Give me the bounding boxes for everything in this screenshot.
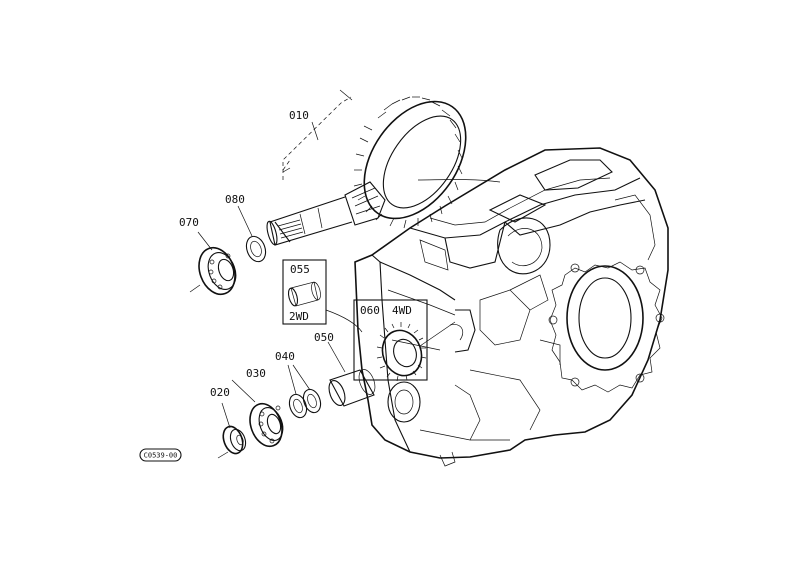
bearing-030 [231,379,284,448]
label-055: 055 [290,263,310,276]
washers-040 [287,364,322,419]
bearing-070 [189,231,237,296]
label-020: 020 [210,386,230,399]
label-040: 040 [275,350,295,363]
collar-055-box [282,259,363,333]
label-080: 080 [225,193,245,206]
sleeve-050 [327,341,376,407]
label-010: 010 [289,109,309,122]
ring-gear-assembly [266,89,501,246]
washer-080 [237,205,267,263]
drawing-code-text: C0539-00 [144,452,178,460]
label-070: 070 [179,216,199,229]
label-2wd: 2WD [289,310,309,323]
label-4wd: 4WD [392,304,412,317]
drawing-code-badge: C0539-00 [139,448,182,462]
nut-020 [217,402,247,459]
gear-060-box [353,299,456,382]
transmission-case [354,147,669,467]
label-050: 050 [314,331,334,344]
label-060: 060 [360,304,380,317]
label-030: 030 [246,367,266,380]
